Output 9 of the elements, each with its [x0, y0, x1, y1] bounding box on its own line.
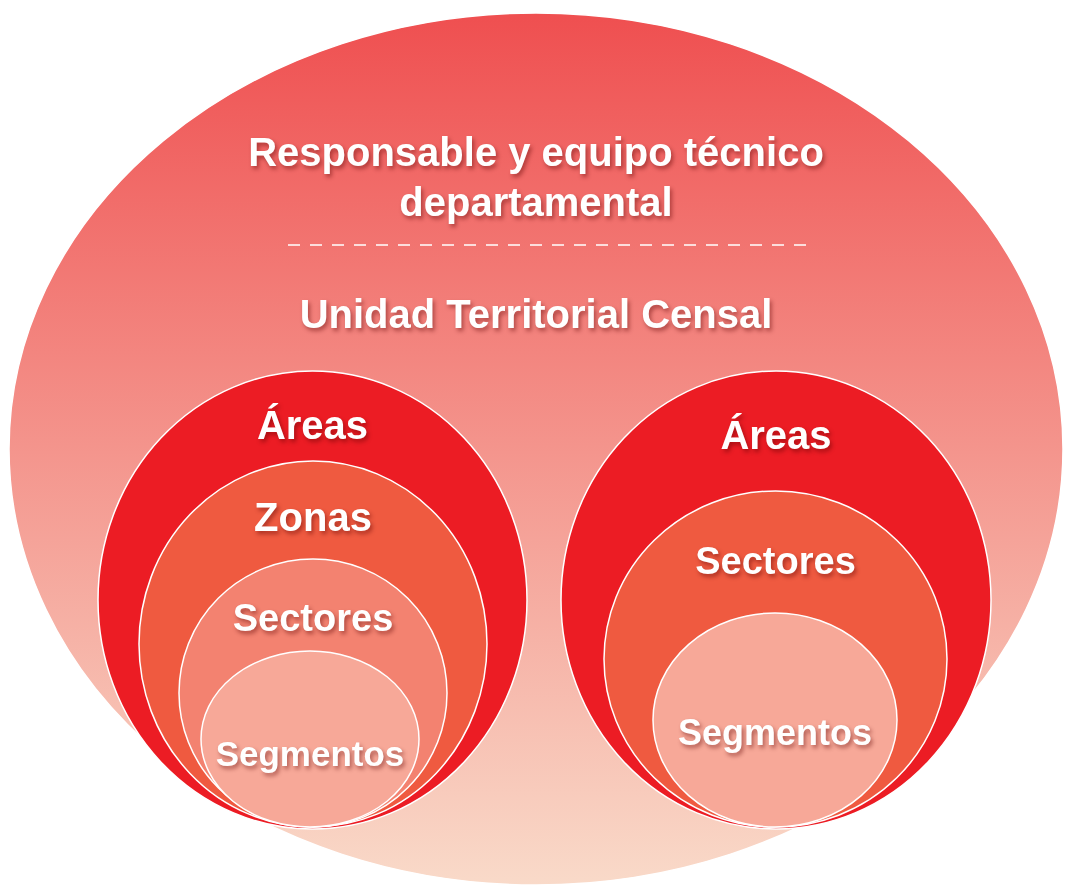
level-label: Áreas	[256, 402, 369, 449]
level-label: Sectores	[232, 596, 394, 641]
level-label: Segmentos	[678, 711, 872, 755]
heading-text: Responsable y equipo técnico departamental	[247, 129, 825, 226]
heading-text: Unidad Territorial Censal	[298, 291, 774, 338]
level-label: Sectores	[695, 539, 856, 584]
level-label: Segmentos	[215, 733, 405, 775]
level-label: Zonas	[254, 494, 372, 541]
level-label: Áreas	[720, 412, 832, 459]
